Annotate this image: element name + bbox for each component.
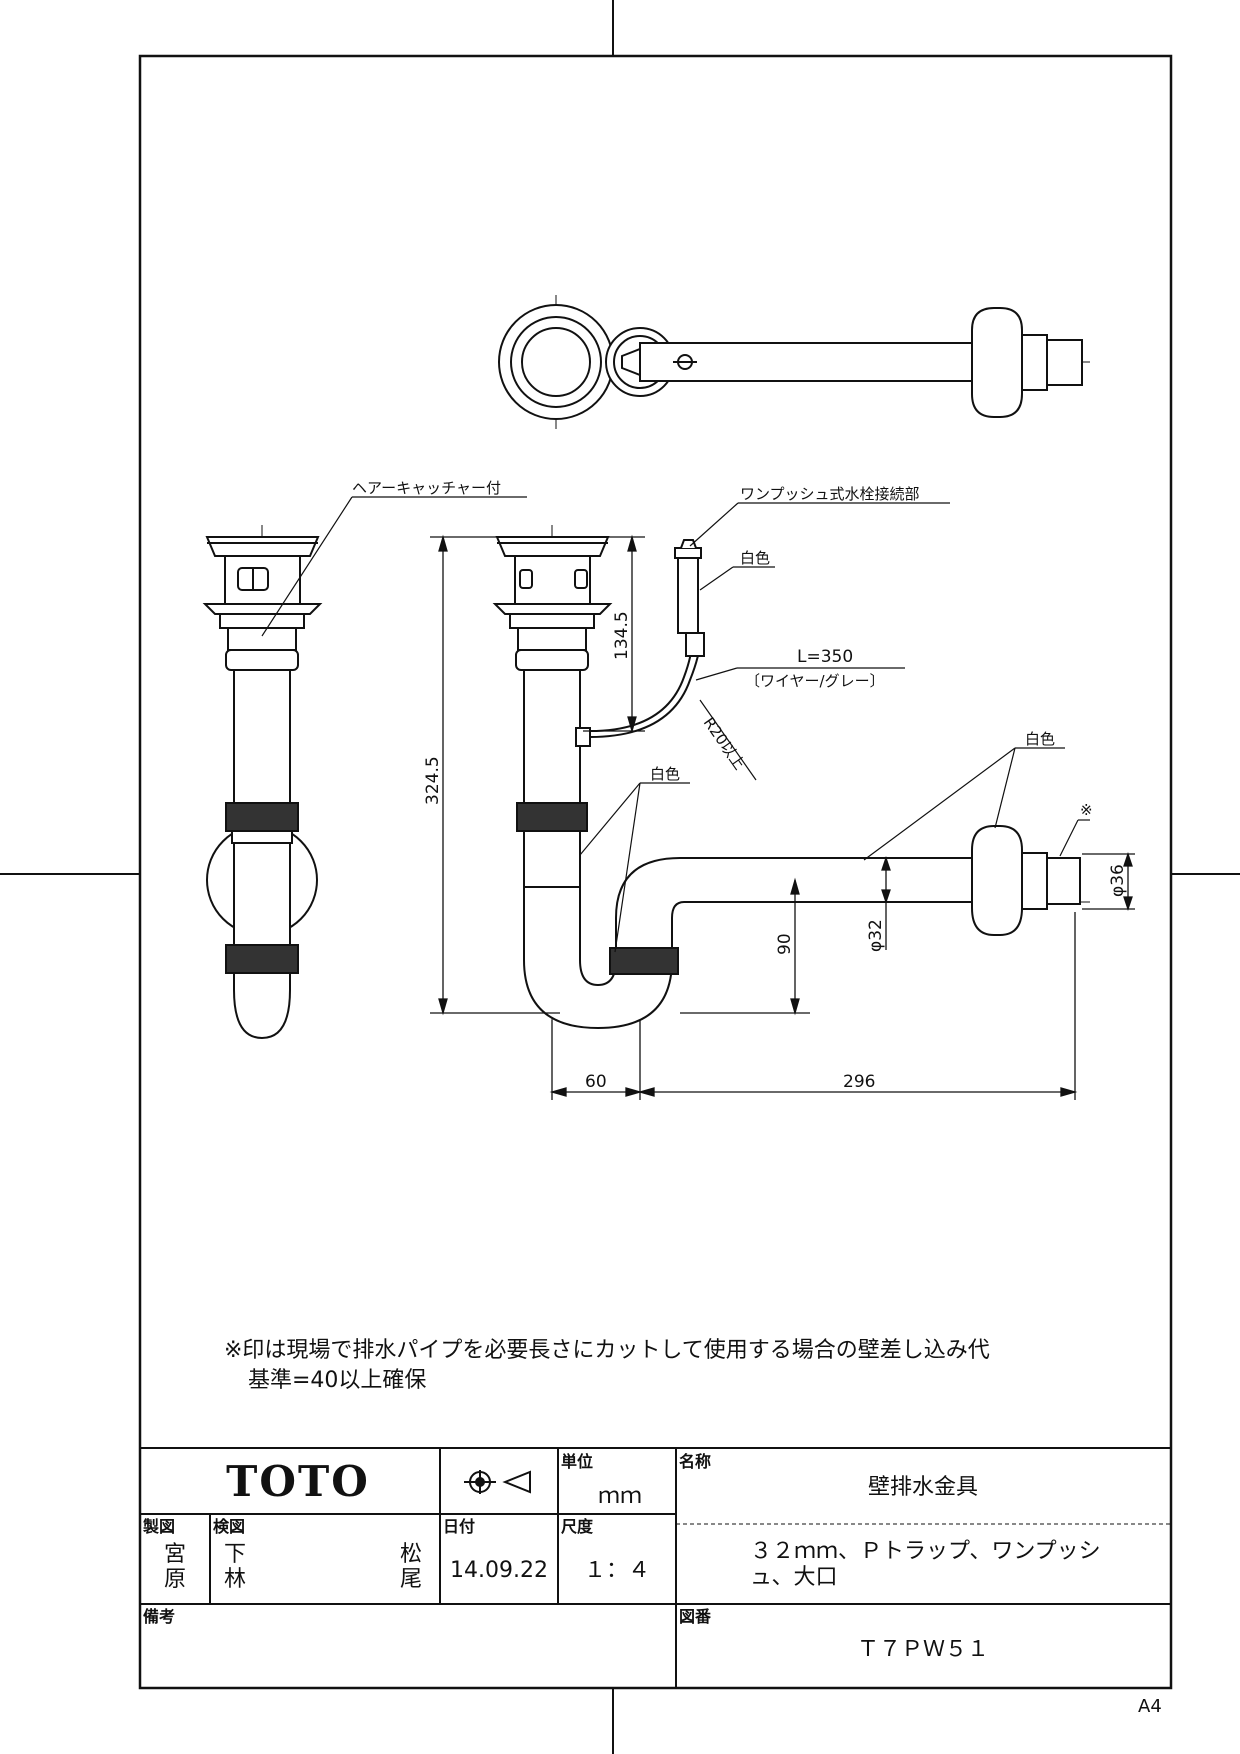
product-name: 壁排水金具: [868, 1475, 978, 1500]
drawn-by-name-2: 原: [164, 1567, 186, 1592]
asterisk-mark: ※: [1080, 801, 1093, 819]
dim-upper-height: 134.5: [612, 611, 632, 660]
dim-horizontal-296: 296: [843, 1072, 875, 1092]
drawn-by-name-1: 宮: [164, 1542, 186, 1567]
one-push-connection-callout: ワンプッシュ式水栓接続部: [740, 485, 920, 503]
title-block: [140, 1447, 1171, 1688]
spec-line-2: ュ、大口: [750, 1565, 838, 1590]
checked-by-name-4: 尾: [400, 1567, 422, 1592]
drawing-number: Ｔ７ＰＷ５１: [857, 1637, 989, 1662]
white-color-callout-3: 白色: [1025, 730, 1055, 748]
drawing-number-label: 図番: [679, 1607, 712, 1626]
checked-by-label: 検図: [213, 1517, 245, 1536]
paper-size-label: A4: [1138, 1696, 1162, 1717]
wire-description-label: 〔ワイヤー/グレー〕: [745, 672, 885, 690]
checked-by-name-2: 林: [224, 1567, 246, 1592]
dim-trap-height: 90: [775, 933, 795, 955]
dim-horizontal-60: 60: [585, 1072, 607, 1092]
front-view: [492, 525, 1090, 1030]
remarks-label: 備考: [143, 1607, 175, 1626]
name-label: 名称: [679, 1452, 711, 1471]
scale-value: １：４: [584, 1558, 650, 1583]
projection-symbol: [464, 1470, 531, 1494]
bend-radius-label: R20以上: [700, 714, 749, 773]
wire-length-label: L=350: [797, 647, 853, 667]
white-color-callout-1: 白色: [740, 549, 770, 567]
scale-label: 尺度: [561, 1517, 594, 1536]
spec-line-1: ３２ｍｍ、Ｐトラップ、ワンプッシ: [750, 1539, 1101, 1564]
side-view: [202, 525, 323, 1040]
dim-total-height: 324.5: [423, 756, 443, 805]
dimension-lines: [430, 534, 1135, 1100]
hair-catcher-callout: ヘアーキャッチャー付: [352, 479, 501, 497]
date-label: 日付: [443, 1517, 475, 1536]
checked-by-name-3: 松: [400, 1542, 422, 1567]
note-line-1: ※印は現場で排水パイプを必要長さにカットして使用する場合の壁差し込み代: [224, 1338, 990, 1363]
unit-value: ｍｍ: [598, 1484, 642, 1509]
unit-label: 単位: [561, 1452, 593, 1471]
drawn-by-label: 製図: [142, 1517, 175, 1536]
note-line-2: 基準=40以上確保: [248, 1368, 426, 1393]
top-view: [498, 295, 1090, 430]
date-value: 14.09.22: [450, 1558, 548, 1583]
checked-by-name-1: 下: [224, 1542, 246, 1567]
dim-pipe-diameter-36: φ36: [1108, 864, 1128, 897]
white-color-callout-2: 白色: [650, 765, 680, 783]
dim-pipe-diameter-32: φ32: [866, 919, 886, 952]
leader-lines: [261, 496, 1090, 953]
toto-logo: TOTO: [226, 1457, 370, 1506]
